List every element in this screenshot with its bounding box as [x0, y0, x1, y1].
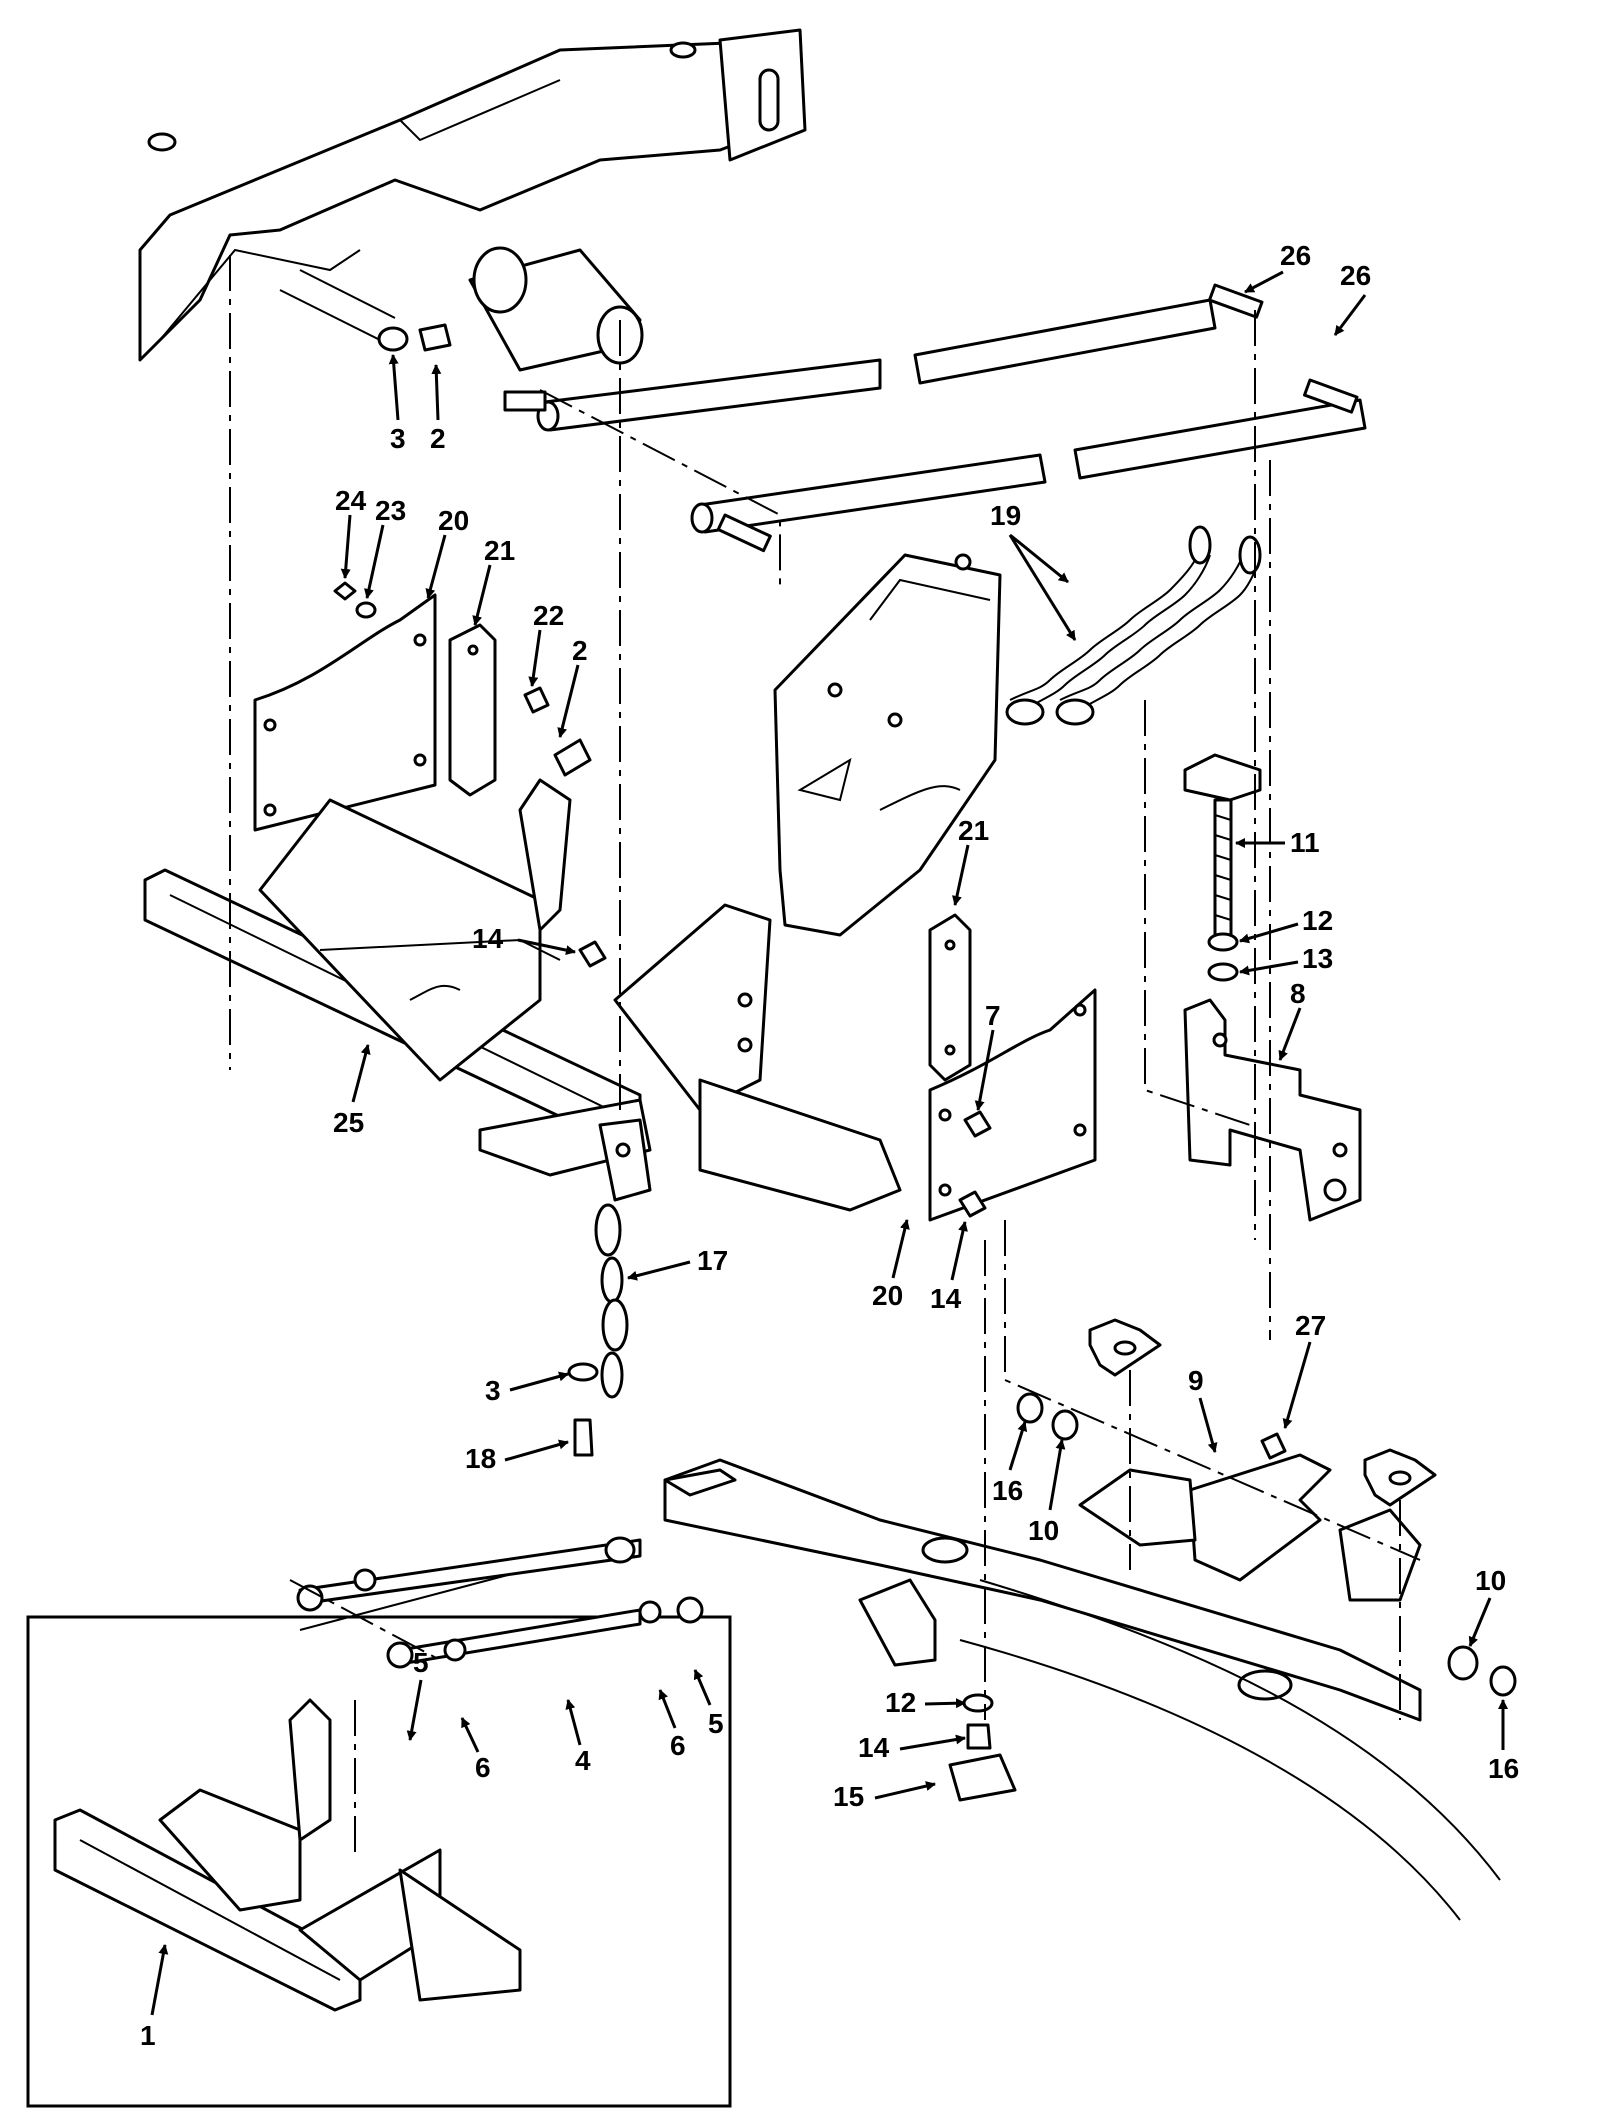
callout-20-a: 20 — [438, 505, 469, 536]
callout-11: 11 — [1290, 827, 1320, 858]
callout-15: 15 — [833, 1781, 864, 1812]
callout-3-b: 3 — [485, 1375, 501, 1406]
callout-16-a: 16 — [992, 1475, 1023, 1506]
extension-spring-pair — [1005, 525, 1262, 726]
upper-housing — [138, 28, 807, 362]
callout-12-b: 12 — [885, 1687, 916, 1718]
plate-left — [253, 593, 437, 832]
callout-2-a: 2 — [430, 423, 446, 454]
callout-18: 18 — [465, 1443, 496, 1474]
callout-21-a: 21 — [484, 535, 515, 566]
callout-26-a: 26 — [1280, 240, 1311, 271]
hardware — [333, 323, 1517, 1802]
callout-7: 7 — [985, 1000, 1001, 1031]
inset-view — [26, 1536, 732, 2108]
chain — [594, 1203, 629, 1399]
callout-19: 19 — [990, 500, 1021, 531]
callout-3-a: 3 — [390, 423, 406, 454]
callout-21-b: 21 — [958, 815, 989, 846]
center-lines — [229, 255, 1421, 1720]
callout-5-b: 5 — [708, 1708, 724, 1739]
callout-17: 17 — [697, 1245, 728, 1276]
callout-26-b: 26 — [1340, 260, 1371, 291]
callout-14-c: 14 — [858, 1732, 890, 1763]
callout-14-b: 14 — [930, 1283, 962, 1314]
callout-9: 9 — [1188, 1365, 1204, 1396]
slide-rail — [663, 1458, 1422, 1722]
callout-22: 22 — [533, 600, 564, 631]
spring-rod-upper — [503, 283, 1264, 432]
mounting-rod — [279, 269, 396, 346]
callout-27: 27 — [1295, 1310, 1326, 1341]
spacer-block-left — [448, 623, 497, 797]
callout-1: 1 — [140, 2020, 156, 2051]
wing-knob-left — [1088, 1318, 1162, 1377]
callout-10-b: 10 — [1475, 1565, 1506, 1596]
arc-track — [959, 1579, 1501, 1921]
adjusting-bracket — [1183, 998, 1362, 1222]
callout-24: 24 — [335, 485, 367, 516]
spring-rod-lower — [690, 378, 1367, 553]
callout-labels: 26 26 3 2 24 23 20 21 22 2 19 21 11 12 1… — [140, 240, 1519, 2051]
callout-12-a: 12 — [1302, 905, 1333, 936]
callout-6-a: 6 — [475, 1752, 491, 1783]
callout-13: 13 — [1302, 943, 1333, 974]
callout-2-b: 2 — [572, 635, 588, 666]
callout-25: 25 — [333, 1107, 364, 1138]
callout-8: 8 — [1290, 978, 1306, 1009]
callout-14-a: 14 — [472, 923, 504, 954]
spacer-block-right — [928, 913, 972, 1082]
wing-knob-right — [1363, 1448, 1437, 1507]
callout-6-b: 6 — [670, 1730, 686, 1761]
bell-crank-bracket — [773, 553, 1002, 937]
callout-16-b: 16 — [1488, 1753, 1519, 1784]
pivot-shaft — [468, 246, 644, 372]
main-frame — [143, 778, 902, 1212]
plate-right — [928, 988, 1097, 1222]
callout-4: 4 — [575, 1745, 591, 1776]
callout-5-a: 5 — [413, 1647, 429, 1678]
callout-23: 23 — [375, 495, 406, 526]
callout-20-b: 20 — [872, 1280, 903, 1311]
callout-10-a: 10 — [1028, 1515, 1059, 1546]
t-handle-screw — [1183, 753, 1262, 937]
